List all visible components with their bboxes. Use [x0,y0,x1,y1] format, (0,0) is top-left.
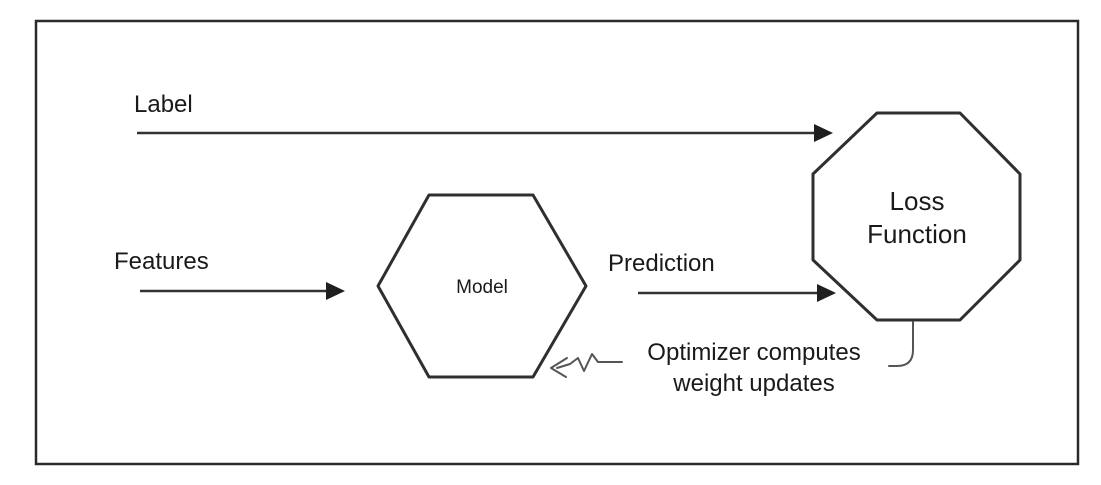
features-arrow-head [326,282,345,300]
features-arrow-text: Features [114,248,209,275]
label-arrow-text: Label [134,91,193,118]
optimizer-text-line-1: Optimizer computes [647,339,860,366]
label-arrow-head [814,124,833,142]
loss-function-label-line-1: Loss [890,186,945,216]
optimizer-text-line-2: weight updates [672,370,834,397]
features-arrow [140,282,345,300]
loss-function-node: Loss Function [811,111,1022,322]
prediction-arrow [638,284,836,302]
model-label: Model [456,277,508,298]
prediction-arrow-head [817,284,836,302]
model-hexagon [376,193,588,379]
optimizer-arrowhead [550,357,568,378]
model-node: Model [376,193,588,379]
optimizer-bracket [888,321,914,367]
optimizer-zigzag [556,353,623,372]
loss-function-label-line-2: Function [867,219,967,249]
loss-function-octagon [811,111,1022,322]
prediction-arrow-text: Prediction [608,250,715,277]
optimizer-feedback [550,321,914,378]
label-arrow [137,124,833,142]
